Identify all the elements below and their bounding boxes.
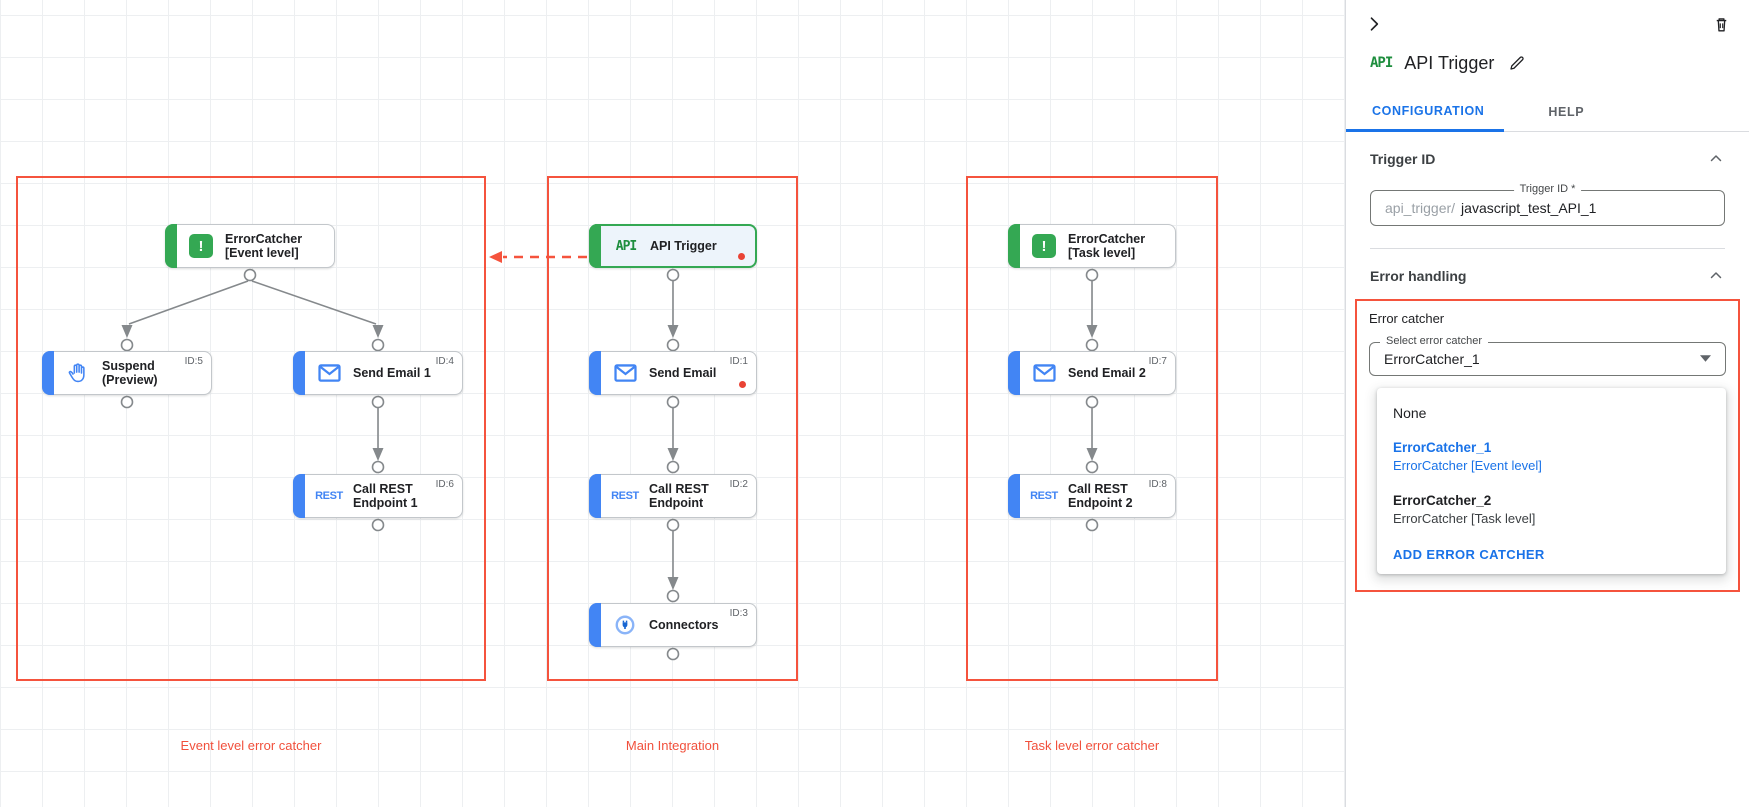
panel-tabs: CONFIGURATION HELP xyxy=(1346,92,1749,132)
email-icon xyxy=(612,363,638,383)
email-icon xyxy=(1031,363,1057,383)
hand-icon xyxy=(65,362,91,384)
collapse-trigger-id-icon[interactable] xyxy=(1707,150,1725,168)
group-label-event-level: Event level error catcher xyxy=(180,738,322,753)
node-label: Send Email 2 xyxy=(1068,365,1146,380)
connector-icon xyxy=(612,614,638,636)
node-call-rest-endpoint-2[interactable]: REST Call REST Endpoint 2 ID:8 xyxy=(1008,474,1176,518)
api-trigger-icon: API xyxy=(1370,55,1393,71)
option-description: ErrorCatcher [Event level] xyxy=(1393,458,1542,473)
error-catcher-label: Error catcher xyxy=(1369,311,1445,326)
section-divider xyxy=(1370,248,1725,249)
option-description: ErrorCatcher [Task level] xyxy=(1393,511,1536,526)
node-id-badge: ID:4 xyxy=(435,356,454,367)
node-connectors[interactable]: Connectors ID:3 xyxy=(589,603,757,647)
delete-trigger-icon[interactable] xyxy=(1710,13,1733,36)
node-accent-bar xyxy=(589,474,601,518)
node-id-badge: ID:3 xyxy=(729,608,748,619)
node-label: Send Email 1 xyxy=(353,365,431,380)
error-handling-section: Error handling Error catcher Select erro… xyxy=(1346,249,1749,592)
error-handling-heading: Error handling xyxy=(1370,268,1467,284)
error-dot xyxy=(739,381,746,388)
error-catcher-dropdown-menu: None ErrorCatcher_1 ErrorCatcher [Event … xyxy=(1377,388,1726,574)
node-label: ErrorCatcher [Event level] xyxy=(225,231,303,261)
collapse-panel-icon[interactable] xyxy=(1362,12,1386,36)
node-send-email-1[interactable]: Send Email 1 ID:4 xyxy=(293,351,463,395)
node-errorcatcher-task-level[interactable]: ! ErrorCatcher [Task level] xyxy=(1008,224,1176,268)
option-none[interactable]: None xyxy=(1393,405,1427,421)
group-label-main-integration: Main Integration xyxy=(625,738,720,753)
error-dot xyxy=(738,253,745,260)
main-integration-group-box xyxy=(547,176,798,681)
select-value: ErrorCatcher_1 xyxy=(1384,351,1480,367)
trigger-id-prefix: api_trigger/ xyxy=(1385,200,1456,216)
node-accent-bar xyxy=(589,351,601,395)
error-icon: ! xyxy=(1031,234,1057,258)
node-send-email[interactable]: Send Email ID:1 xyxy=(589,351,757,395)
trigger-id-input[interactable]: Trigger ID * api_trigger/ javascript_tes… xyxy=(1370,183,1725,226)
node-label: Call REST Endpoint 1 xyxy=(353,481,418,511)
node-id-badge: ID:5 xyxy=(184,356,203,367)
node-accent-bar xyxy=(293,351,305,395)
trigger-id-field-label: Trigger ID * xyxy=(1513,183,1582,195)
node-accent-bar xyxy=(293,474,305,518)
option-name: ErrorCatcher_2 xyxy=(1393,493,1492,508)
option-name: ErrorCatcher_1 xyxy=(1393,440,1492,455)
email-icon xyxy=(316,363,342,383)
node-id-badge: ID:7 xyxy=(1148,356,1167,367)
option-errorcatcher-2[interactable]: ErrorCatcher_2 ErrorCatcher [Task level] xyxy=(1377,488,1726,531)
workflow-canvas[interactable]: ! ErrorCatcher [Event level] Suspend (Pr… xyxy=(0,0,1345,807)
config-panel: API API Trigger CONFIGURATION HELP Trigg… xyxy=(1345,0,1749,807)
node-accent-bar xyxy=(42,351,54,395)
error-catcher-highlight-box: Error catcher Select error catcher Error… xyxy=(1355,299,1740,592)
rest-icon: REST xyxy=(611,490,639,502)
select-error-catcher-label: Select error catcher xyxy=(1380,335,1488,347)
node-label: Call REST Endpoint 2 xyxy=(1068,481,1133,511)
node-suspend-preview[interactable]: Suspend (Preview) ID:5 xyxy=(42,351,212,395)
trigger-id-value: javascript_test_API_1 xyxy=(1461,200,1597,216)
node-call-rest-endpoint[interactable]: REST Call REST Endpoint ID:2 xyxy=(589,474,757,518)
node-accent-bar xyxy=(589,224,601,268)
event-level-group-box xyxy=(16,176,486,681)
node-id-badge: ID:1 xyxy=(729,356,748,367)
node-accent-bar xyxy=(1008,351,1020,395)
option-errorcatcher-1[interactable]: ErrorCatcher_1 ErrorCatcher [Event level… xyxy=(1377,435,1726,478)
edit-title-icon[interactable] xyxy=(1506,52,1528,74)
node-label: Call REST Endpoint xyxy=(649,481,709,511)
tab-configuration[interactable]: CONFIGURATION xyxy=(1346,92,1505,132)
node-label: API Trigger xyxy=(650,238,717,253)
node-send-email-2[interactable]: Send Email 2 ID:7 xyxy=(1008,351,1176,395)
node-id-badge: ID:8 xyxy=(1148,479,1167,490)
group-label-task-level: Task level error catcher xyxy=(1024,738,1160,753)
node-label: ErrorCatcher [Task level] xyxy=(1068,231,1146,261)
error-catcher-select[interactable]: Select error catcher ErrorCatcher_1 xyxy=(1369,335,1726,376)
node-call-rest-endpoint-1[interactable]: REST Call REST Endpoint 1 ID:6 xyxy=(293,474,463,518)
node-accent-bar xyxy=(165,224,177,268)
node-id-badge: ID:6 xyxy=(435,479,454,490)
node-label: Connectors xyxy=(649,617,719,632)
node-errorcatcher-event-level[interactable]: ! ErrorCatcher [Event level] xyxy=(165,224,335,268)
node-label: Send Email xyxy=(649,365,717,380)
node-label: Suspend (Preview) xyxy=(102,358,158,388)
node-id-badge: ID:2 xyxy=(729,479,748,490)
trigger-id-heading: Trigger ID xyxy=(1370,151,1436,167)
node-accent-bar xyxy=(1008,474,1020,518)
collapse-error-handling-icon[interactable] xyxy=(1707,267,1725,285)
error-icon: ! xyxy=(188,234,214,258)
task-level-group-box xyxy=(966,176,1218,681)
trigger-id-section: Trigger ID Trigger ID * api_trigger/ jav… xyxy=(1346,132,1749,249)
panel-title: API Trigger xyxy=(1404,52,1495,73)
rest-icon: REST xyxy=(1030,490,1058,502)
node-api-trigger[interactable]: API API Trigger xyxy=(589,224,757,268)
chevron-down-icon xyxy=(1700,354,1711,365)
add-error-catcher-button[interactable]: ADD ERROR CATCHER xyxy=(1377,531,1561,566)
tab-help[interactable]: HELP xyxy=(1534,92,1598,131)
node-accent-bar xyxy=(1008,224,1020,268)
rest-icon: REST xyxy=(315,490,343,502)
api-icon: API xyxy=(615,238,638,254)
node-accent-bar xyxy=(589,603,601,647)
